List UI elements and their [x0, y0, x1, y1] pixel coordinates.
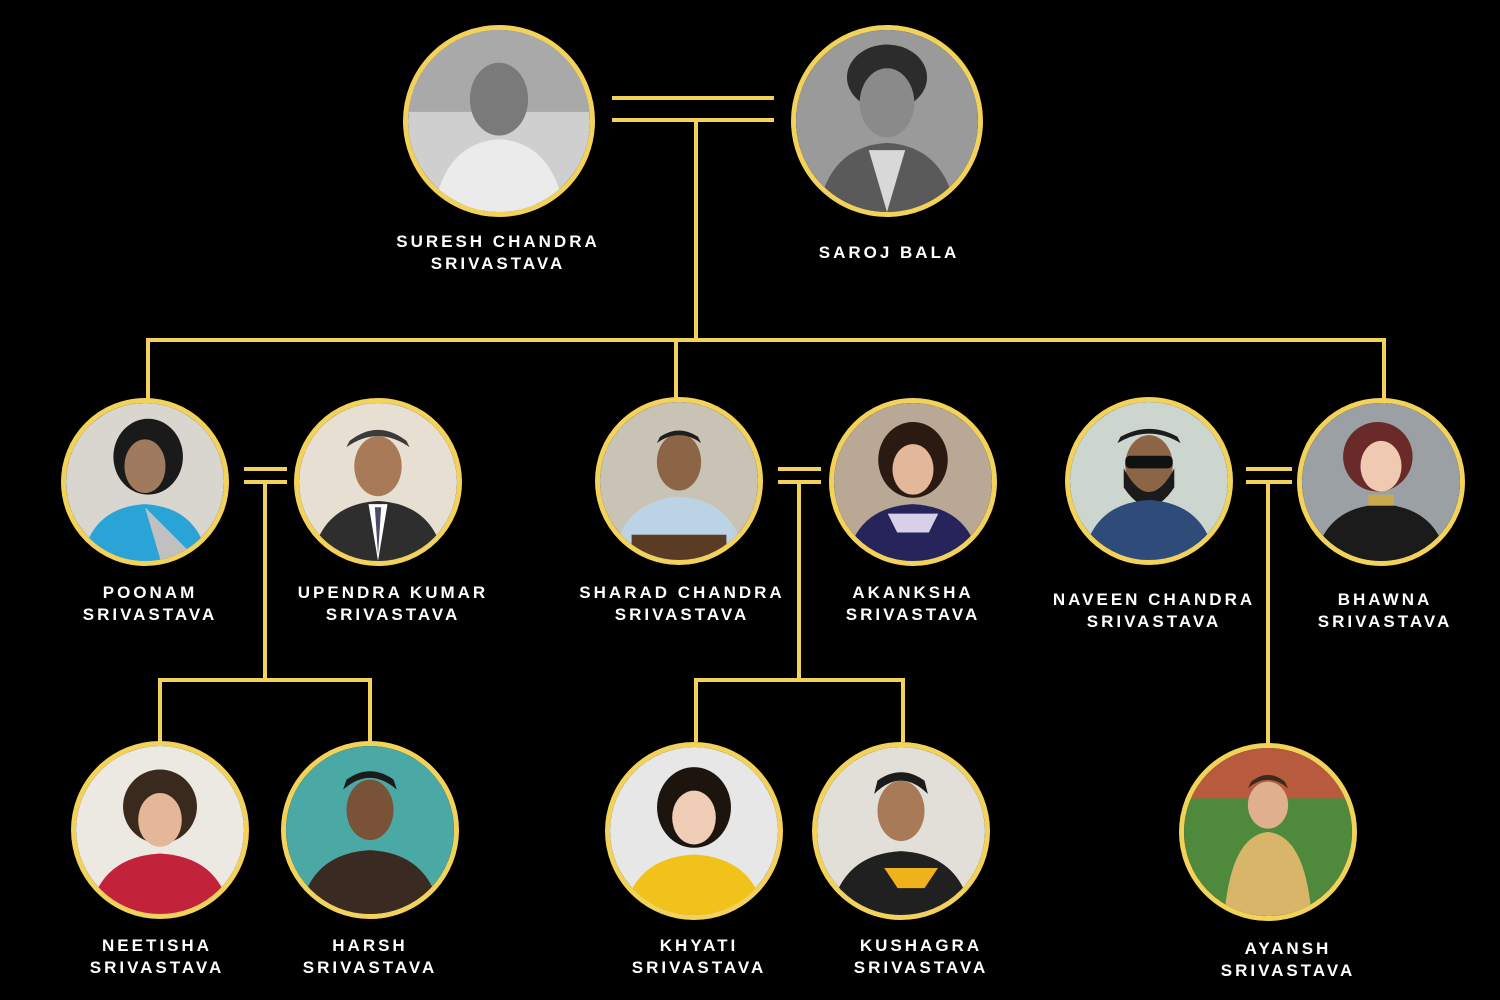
portrait-photo-upendra	[294, 398, 462, 566]
portrait-photo-sharad	[595, 397, 763, 565]
portrait-photo-akanksha	[829, 398, 997, 566]
portrait-photo-khyati	[605, 742, 783, 920]
portrait-photo-poonam	[61, 398, 229, 566]
portrait-photo-ayansh	[1179, 743, 1357, 921]
portrait-photo-harsh	[281, 741, 459, 919]
portrait-photo-naveen	[1065, 397, 1233, 565]
portrait-photo-kushagra	[812, 742, 990, 920]
portrait-photo-suresh	[403, 25, 595, 217]
person-name-saroj: SAROJ BALA	[818, 243, 960, 262]
portrait-photo-saroj	[791, 25, 983, 217]
portrait-photo-neetisha	[71, 741, 249, 919]
portrait-photo-bhawna	[1297, 398, 1465, 566]
